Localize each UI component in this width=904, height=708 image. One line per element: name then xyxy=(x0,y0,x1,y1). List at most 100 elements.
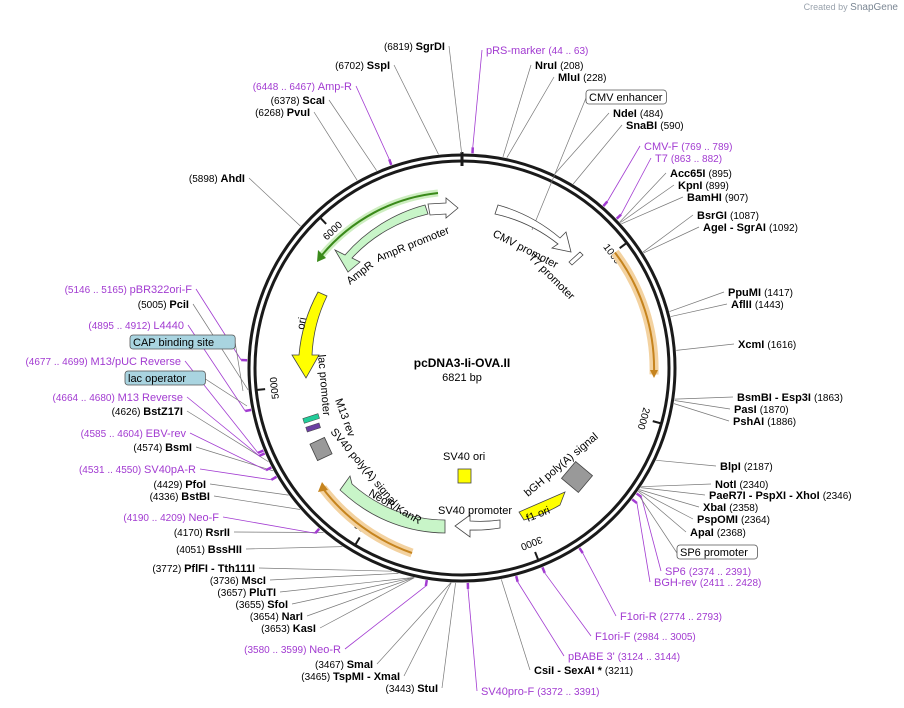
restriction-site: ApaI (2368) xyxy=(690,527,746,539)
plasmid-name: pcDNA3-Ii-OVA.II xyxy=(413,356,511,370)
primer-site: CMV-F (769 .. 789) xyxy=(644,141,732,153)
boxed-feature-name: CMV enhancer xyxy=(589,92,663,104)
plasmid-size: 6821 bp xyxy=(442,372,482,384)
primer-leader xyxy=(199,468,272,481)
restriction-site: NdeI (484) xyxy=(613,108,663,120)
tick-label: 2000 xyxy=(635,406,652,431)
ampr-green-arrow-head xyxy=(317,250,326,262)
site-leader xyxy=(213,495,301,510)
restriction-site: BsmBI - Esp3I (1863) xyxy=(737,392,843,404)
primer-range: (3372 .. 3391) xyxy=(537,687,599,698)
site-name: TspMI - XmaI xyxy=(333,671,400,683)
credit-prefix: Created by xyxy=(803,2,848,12)
restriction-site: BsrGI (1087) xyxy=(697,210,759,222)
primer-leader xyxy=(636,502,651,583)
site-name: AhdI xyxy=(221,173,245,185)
site-position: (3736) xyxy=(210,576,242,587)
primer-leader xyxy=(355,85,390,160)
feature-label-box xyxy=(129,334,236,350)
site-name: BlpI xyxy=(720,461,744,473)
site-position: (4170) xyxy=(174,528,206,539)
site-position: (2187) xyxy=(744,462,773,473)
box-leader xyxy=(205,378,248,407)
primer-name: EBV-rev xyxy=(146,428,187,440)
site-name: PvuI xyxy=(287,107,310,119)
restriction-site: (4429) PfoI xyxy=(154,479,206,491)
primer-site: SP6 (2374 .. 2391) xyxy=(665,566,751,578)
site-position: (1417) xyxy=(764,288,793,299)
primer-name: T7 xyxy=(655,153,671,165)
site-leader xyxy=(621,196,684,225)
feature-neor-kanr xyxy=(339,475,446,534)
primer-mark xyxy=(388,158,393,166)
primer-site: SV40pro-F (3372 .. 3391) xyxy=(481,686,600,698)
primer-range: (4585 .. 4604) xyxy=(81,429,146,440)
primer-name: Amp-R xyxy=(318,81,352,93)
site-position: (3465) xyxy=(301,672,333,683)
site-name: BstZ17I xyxy=(143,406,183,418)
site-position: (6702) xyxy=(335,61,367,72)
site-name: SgrDI xyxy=(416,41,445,53)
feature-ori xyxy=(291,291,328,379)
site-leader xyxy=(209,483,289,496)
primer-name: F1ori-R xyxy=(620,611,660,623)
site-leader xyxy=(656,459,717,467)
site-leader xyxy=(674,396,734,400)
site-leader xyxy=(674,400,731,410)
primer-mark xyxy=(578,547,584,554)
site-position: (1886) xyxy=(767,417,796,428)
primer-range: (863 .. 882) xyxy=(671,154,722,165)
insert-arrow-head xyxy=(650,370,658,378)
site-leader xyxy=(448,45,462,154)
site-leader xyxy=(291,577,415,605)
feature-lac-promoter xyxy=(302,413,320,424)
site-position: (3654) xyxy=(250,612,282,623)
restriction-site: PpuMI (1417) xyxy=(728,287,793,299)
site-leader xyxy=(670,303,728,317)
site-name: PfoI xyxy=(185,479,206,491)
site-name: MluI xyxy=(558,72,583,84)
primer-mark xyxy=(615,213,622,220)
site-leader xyxy=(500,579,531,671)
box-leader xyxy=(639,496,678,554)
site-leader xyxy=(313,111,358,181)
site-position: (1443) xyxy=(755,300,784,311)
restriction-site: (5005) PciI xyxy=(138,299,189,311)
site-name: BamHI xyxy=(687,192,725,204)
primer-site: (6448 .. 6467) Amp-R xyxy=(253,81,352,93)
site-position: (4336) xyxy=(150,492,182,503)
primer-leader xyxy=(641,496,662,572)
primer-site: (4585 .. 4604) EBV-rev xyxy=(81,428,187,440)
site-leader xyxy=(506,76,555,158)
backbone xyxy=(247,152,677,583)
primer-range: (4190 .. 4209) xyxy=(123,513,188,524)
restriction-site: AflII (1443) xyxy=(731,299,784,311)
primer-site: pBABE 3' (3124 .. 3144) xyxy=(568,651,680,663)
primer-range: (3124 .. 3144) xyxy=(618,652,680,663)
primer-site: (4677 .. 4699) M13/pUC Reverse xyxy=(25,356,181,368)
primer-mark xyxy=(270,475,278,481)
site-position: (3443) xyxy=(386,684,418,695)
restriction-site: SnaBI (590) xyxy=(626,120,684,132)
feature-f1-ori xyxy=(518,491,566,521)
site-name: KpnI xyxy=(678,180,706,192)
restriction-site: (6819) SgrDI xyxy=(384,41,445,53)
site-leader xyxy=(502,64,532,158)
feature-ampr-promoter xyxy=(427,197,459,219)
primer-site: (4190 .. 4209) Neo-F xyxy=(123,512,219,524)
site-position: (1087) xyxy=(730,211,759,222)
site-position: (3653) xyxy=(261,624,293,635)
site-leader xyxy=(642,214,694,253)
site-name: PspOMI xyxy=(697,514,741,526)
primer-mark xyxy=(602,200,609,207)
site-name: RsrII xyxy=(206,527,230,539)
boxed-feature-name: CAP binding site xyxy=(133,337,214,349)
primer-mark xyxy=(631,498,638,505)
site-position: (4626) xyxy=(112,407,144,418)
primer-leader xyxy=(467,588,478,692)
primer-range: (3580 .. 3599) xyxy=(244,645,309,656)
label-sv40-promoter: SV40 promoter xyxy=(438,505,512,517)
primer-range: (2411 .. 2428) xyxy=(700,578,762,589)
site-leader xyxy=(245,546,343,550)
